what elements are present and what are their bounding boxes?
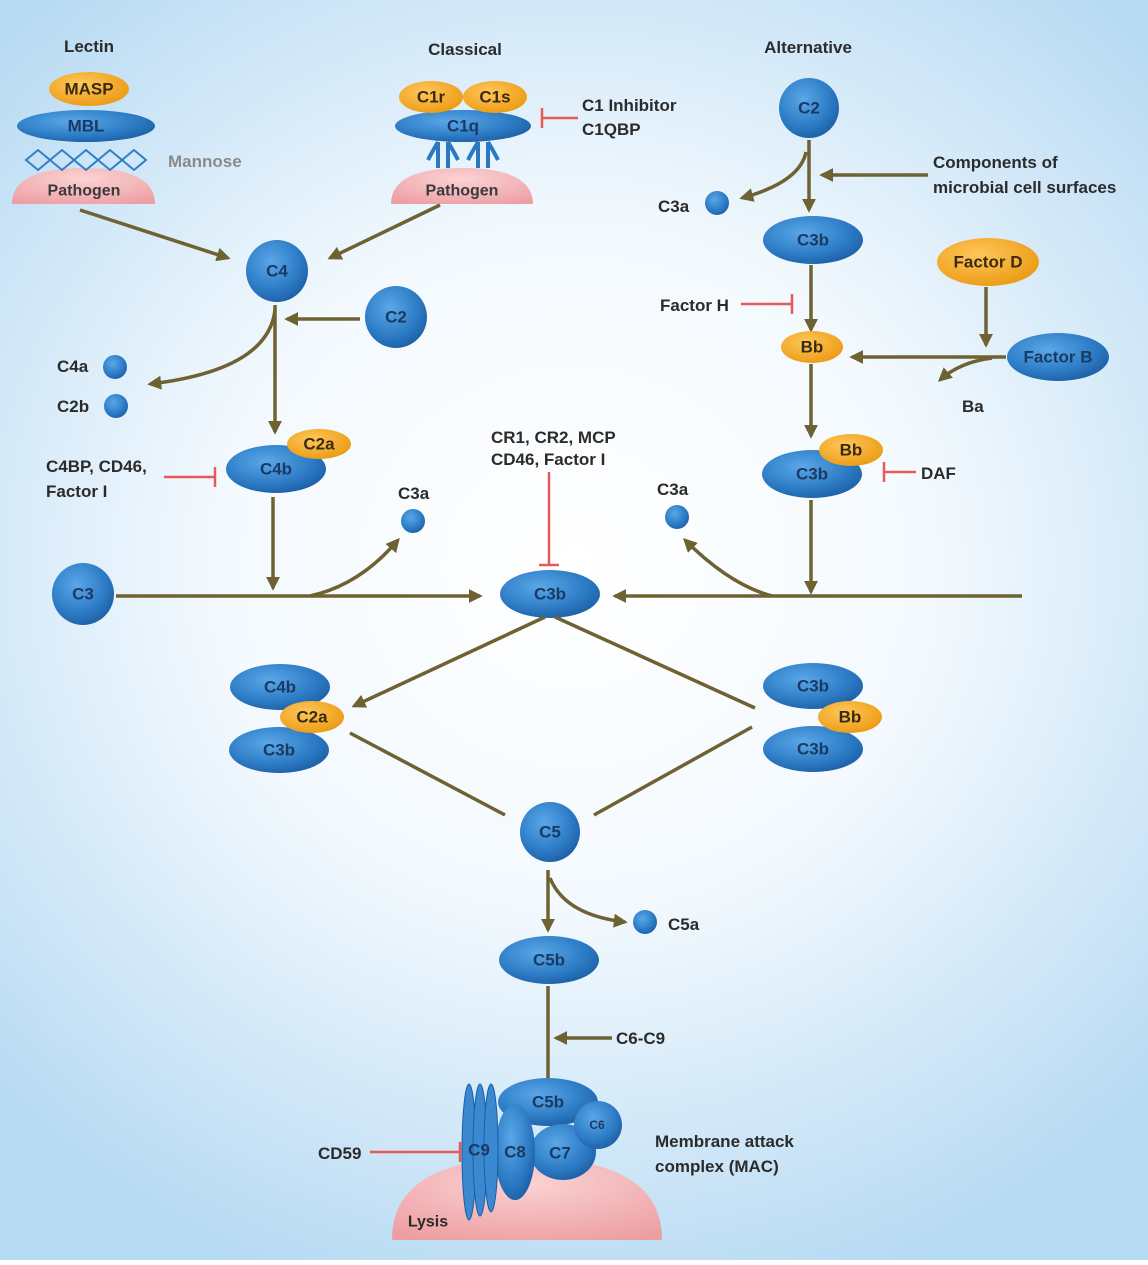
header-classical: Classical [428, 40, 502, 59]
c3a-alt-ball [705, 191, 729, 215]
c4-to-c4a-arrow [150, 310, 275, 384]
lysis-label: Lysis [408, 1214, 448, 1231]
c5b-label: C5b [533, 951, 565, 970]
mac-c8-label: C8 [504, 1143, 526, 1162]
left-convertase-to-c5-line [350, 733, 505, 815]
conv-left-c3b-label: C3b [263, 741, 295, 760]
c3a-alt-label: C3a [658, 197, 690, 216]
c5-label: C5 [539, 823, 561, 842]
c5-to-c5a-arrow [550, 878, 625, 922]
c5a-ball [633, 910, 657, 934]
c4a-label: C4a [57, 357, 89, 376]
conv-right-c3b-top-label: C3b [797, 677, 829, 696]
mac-label-line1: Membrane attack [655, 1132, 794, 1151]
c4bp-label-line2: Factor I [46, 482, 107, 501]
c3-to-c3a-left-arrow [310, 540, 398, 596]
right-convertase-to-c5-line [594, 727, 752, 815]
c1-inhibitor-label: C1 Inhibitor [582, 96, 677, 115]
cr-label-line2: CD46, Factor I [491, 450, 605, 469]
c5a-label: C5a [668, 915, 700, 934]
c3b-center-label: C3b [534, 585, 566, 604]
factor-d-label: Factor D [954, 253, 1023, 272]
conv-right-c3b-bottom-label: C3b [797, 740, 829, 759]
c1s-label: C1s [479, 88, 510, 107]
c3b-alt-label: C3b [797, 231, 829, 250]
mac-label-line2: complex (MAC) [655, 1157, 779, 1176]
c1-inhibitor-bar [542, 108, 578, 128]
c3-to-c3a-right-arrow [685, 540, 772, 596]
cd59-label: CD59 [318, 1144, 361, 1163]
c1q-label: C1q [447, 117, 479, 136]
c3b-to-right-convertase-line [555, 617, 755, 708]
c4bp-inhibitor-bar [164, 467, 215, 487]
lectin-complex: Pathogen Mannose MBL MASP [12, 72, 242, 204]
c1qbp-label: C1QBP [582, 120, 641, 139]
classical-to-c4-arrow [330, 205, 440, 258]
c6-c9-label: C6-C9 [616, 1029, 665, 1048]
mannose-label: Mannose [168, 152, 242, 171]
cr-inhibitor-bar [539, 472, 559, 565]
cr-label-line1: CR1, CR2, MCP [491, 428, 616, 447]
c3a-left-ball [401, 509, 425, 533]
conv-left-c4b-label: C4b [264, 678, 296, 697]
daf-inhibitor-bar [884, 462, 916, 482]
factor-h-label: Factor H [660, 296, 729, 315]
classical-complex: Pathogen C1q C1r C1s [391, 81, 533, 204]
mannose-diamonds [26, 150, 146, 170]
c3a-right-label: C3a [657, 480, 689, 499]
mac-c6-label: C6 [589, 1118, 605, 1132]
microbial-label-line1: Components of [933, 153, 1058, 172]
c4-label: C4 [266, 262, 288, 281]
c3b-bb-bb-label: Bb [840, 441, 863, 460]
lectin-pathogen-label: Pathogen [48, 183, 121, 200]
c1r-label: C1r [417, 88, 446, 107]
c3-label: C3 [72, 585, 94, 604]
conv-left-c2a-label: C2a [296, 708, 328, 727]
c2-alt-label: C2 [798, 99, 820, 118]
c4b-label: C4b [260, 460, 292, 479]
c2-to-c3a-alt-arrow [742, 152, 806, 198]
header-lectin: Lectin [64, 37, 114, 56]
c2-classical-label: C2 [385, 308, 407, 327]
factor-b-label: Factor B [1024, 348, 1093, 367]
c2a-label: C2a [303, 435, 335, 454]
classical-pathogen-label: Pathogen [426, 183, 499, 200]
c4bp-label-line1: C4BP, CD46, [46, 457, 147, 476]
mac-c9-label: C9 [468, 1141, 490, 1160]
mbl-label: MBL [68, 117, 105, 136]
microbial-label-line2: microbial cell surfaces [933, 178, 1116, 197]
c3a-right-ball [665, 505, 689, 529]
lectin-to-c4-arrow [80, 210, 228, 258]
factor-b-to-ba-arrow [940, 358, 992, 380]
cd59-inhibitor-bar [370, 1142, 460, 1162]
c3b-to-left-convertase-arrow [354, 617, 545, 706]
c3a-left-label: C3a [398, 484, 430, 503]
antibody-icon [428, 142, 498, 168]
daf-label: DAF [921, 464, 956, 483]
c2b-ball [104, 394, 128, 418]
bb-label: Bb [801, 338, 824, 357]
masp-label: MASP [64, 80, 113, 99]
mac-c5b-label: C5b [532, 1093, 564, 1112]
c3b-bb-c3b-label: C3b [796, 465, 828, 484]
c4a-ball [103, 355, 127, 379]
mac-c7-label: C7 [549, 1144, 571, 1163]
mac-complex: Lysis C5b C7 C6 C8 C9 [392, 1078, 662, 1240]
factor-h-inhibitor-bar [741, 294, 792, 314]
c2b-label: C2b [57, 397, 89, 416]
header-alternative: Alternative [764, 38, 852, 57]
conv-right-bb-label: Bb [839, 708, 862, 727]
ba-label: Ba [962, 397, 984, 416]
